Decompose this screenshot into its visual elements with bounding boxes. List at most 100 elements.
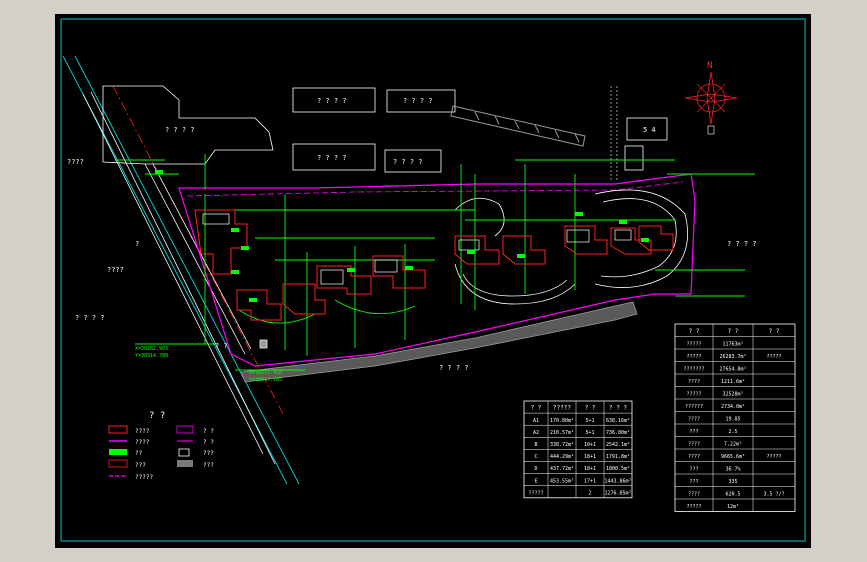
econ-table-header-cell: ? ? <box>689 328 700 335</box>
label-left-mid: ???? <box>107 266 124 274</box>
building-table-cell: 2 <box>588 490 591 496</box>
legend-label-4: ????? <box>135 474 153 481</box>
econ-table-cell: 1211.6m² <box>721 379 745 385</box>
building-table-cell: 5+1 <box>585 418 594 424</box>
label-top-block-3: ? ? ? ? <box>317 154 347 162</box>
coord-d: Y=38917.165 <box>249 377 282 383</box>
building-table-cell: 437.72m² <box>550 466 574 472</box>
drawing-canvas[interactable]: N ? ? ? ? ? ? ? ? ? ? ? ? ? ? ? ? ? ? ? … <box>55 14 811 548</box>
building-table-cell: 170.80m² <box>550 418 574 424</box>
building-table-cell: 1443.86m² <box>604 478 631 484</box>
legend-label-7: ??? <box>203 450 214 457</box>
econ-table-cell: 3.5 ?/? <box>763 492 784 498</box>
econ-table-cell: ???? <box>688 417 700 423</box>
green-markers <box>155 170 649 302</box>
site-plan-svg[interactable]: N ? ? ? ? ? ? ? ? ? ? ? ? ? ? ? ? ? ? ? … <box>55 14 811 548</box>
legend-label-2: ?? <box>135 450 143 457</box>
econ-table-cell: 335 <box>728 479 737 485</box>
econ-table-cell: ????? <box>686 392 701 398</box>
label-top-block-4: ? ? ? ? <box>393 158 423 166</box>
building-table-cell: 1791.8m² <box>606 454 630 460</box>
legend-label-1: ???? <box>135 439 150 446</box>
label-top-block-2: ? ? ? ? <box>403 97 433 105</box>
building-table-cell: 338.72m² <box>550 442 574 448</box>
coord-a: X=30282.903 <box>135 346 168 352</box>
econ-table-cell: ??? <box>689 429 698 435</box>
econ-table-header-cell: ? ? <box>769 328 780 335</box>
legend-symbol-8 <box>177 460 193 467</box>
building-table-cell: 1276.05m² <box>604 490 631 496</box>
building-table: ? ?????? ? ? ? ? ? A1 170.80m² 5+1 638.16m² A2 2… <box>523 400 633 499</box>
econ-table-cell: ????? <box>766 354 781 360</box>
right-curves <box>454 189 688 305</box>
building-table-header-cell: ? ? <box>585 405 596 412</box>
building-table-cell: 17+1 <box>584 478 596 484</box>
top-blocks <box>292 87 668 173</box>
econ-table-cell: ??????? <box>683 367 704 373</box>
econ-table-cell: 2734.0m² <box>721 404 745 410</box>
building-table-cell: 638.16m² <box>606 418 630 424</box>
econ-table-cell: ????? <box>686 504 701 510</box>
retaining-wall <box>240 301 638 383</box>
econ-table-cell: 27654.8m² <box>719 367 746 373</box>
building-table-header-cell: ? ? <box>531 405 542 412</box>
econ-table-cell: ???? <box>688 379 700 385</box>
legend-symbol-3 <box>108 459 128 468</box>
north-arrow-icon <box>684 71 738 135</box>
legend-symbol-2 <box>109 449 127 455</box>
econ-table-cell: 36.7% <box>725 467 740 473</box>
building-table-cell: 18+1 <box>584 466 596 472</box>
legend-symbol-7 <box>178 448 190 457</box>
legend-label-8: ??? <box>203 462 214 469</box>
building-table-cell: E <box>534 478 537 484</box>
top-left-building <box>102 85 274 165</box>
legend-symbol-0 <box>108 425 128 434</box>
econ-table-cell: ???? <box>688 442 700 448</box>
building-table-cell: 5+1 <box>585 430 594 436</box>
building-table-cell: D <box>534 466 537 472</box>
econ-table-cell: ????? <box>686 354 701 360</box>
legend-label-6: ? ? <box>203 439 214 446</box>
site-boundary <box>178 173 696 367</box>
label-bottom-mid: ? ? ? ? <box>439 364 469 372</box>
economic-table: ? ? ? ? ? ?????? 11763m²????? 26283.7m²?????… <box>674 323 796 512</box>
econ-table-cell: 11763m² <box>722 342 743 348</box>
building-table-cell: 2542.1m² <box>606 442 630 448</box>
econ-table-cell: 26283.7m² <box>719 354 746 360</box>
econ-table-cell: ????? <box>686 342 701 348</box>
econ-table-header-cell: ? ? <box>728 328 739 335</box>
label-small-block: 5 4 <box>643 126 656 134</box>
label-right-mid: ? ? ? ? <box>727 240 757 248</box>
econ-table-cell: 12m² <box>727 504 739 510</box>
building-table-cell: 10+1 <box>584 442 596 448</box>
building-table-cell: 453.55m² <box>550 478 574 484</box>
econ-table-cell: ?????? <box>685 404 703 410</box>
building-table-cell: B <box>534 442 537 448</box>
econ-table-cell: 19.85 <box>725 417 740 423</box>
building-table-cell: ????? <box>528 490 543 496</box>
building-table-cell: 1800.5m² <box>606 466 630 472</box>
econ-table-cell: 32528m² <box>722 392 743 398</box>
econ-table-cell: 2.5 <box>728 429 737 435</box>
label-left-road: ???? <box>67 158 84 166</box>
econ-table-cell: ??? <box>689 479 698 485</box>
buildings <box>194 209 674 321</box>
frame-border <box>60 18 806 542</box>
legend-title: ? ? <box>149 411 165 421</box>
building-table-cell: C <box>534 454 537 460</box>
building-table-cell: A1 <box>533 418 539 424</box>
building-table-header-cell: ? ? ? <box>609 405 627 412</box>
econ-table-cell: 9665.6m² <box>721 454 745 460</box>
econ-table-cell: 7.22m² <box>724 442 742 448</box>
label-top-block-1: ? ? ? ? <box>317 97 347 105</box>
label-slash-q: ? <box>135 240 139 248</box>
building-table-cell: 736.80m² <box>606 430 630 436</box>
econ-table-cell: ??? <box>689 467 698 473</box>
building-table-cell: A2 <box>533 430 539 436</box>
coord-b: Y=38914.788 <box>135 353 168 359</box>
econ-table-cell: 620.5 <box>725 492 740 498</box>
label-top-left-block: ? ? ? ? <box>165 126 195 134</box>
building-table-header-cell: ????? <box>553 405 571 412</box>
left-roads <box>62 55 300 485</box>
econ-table-cell: ????? <box>766 454 781 460</box>
